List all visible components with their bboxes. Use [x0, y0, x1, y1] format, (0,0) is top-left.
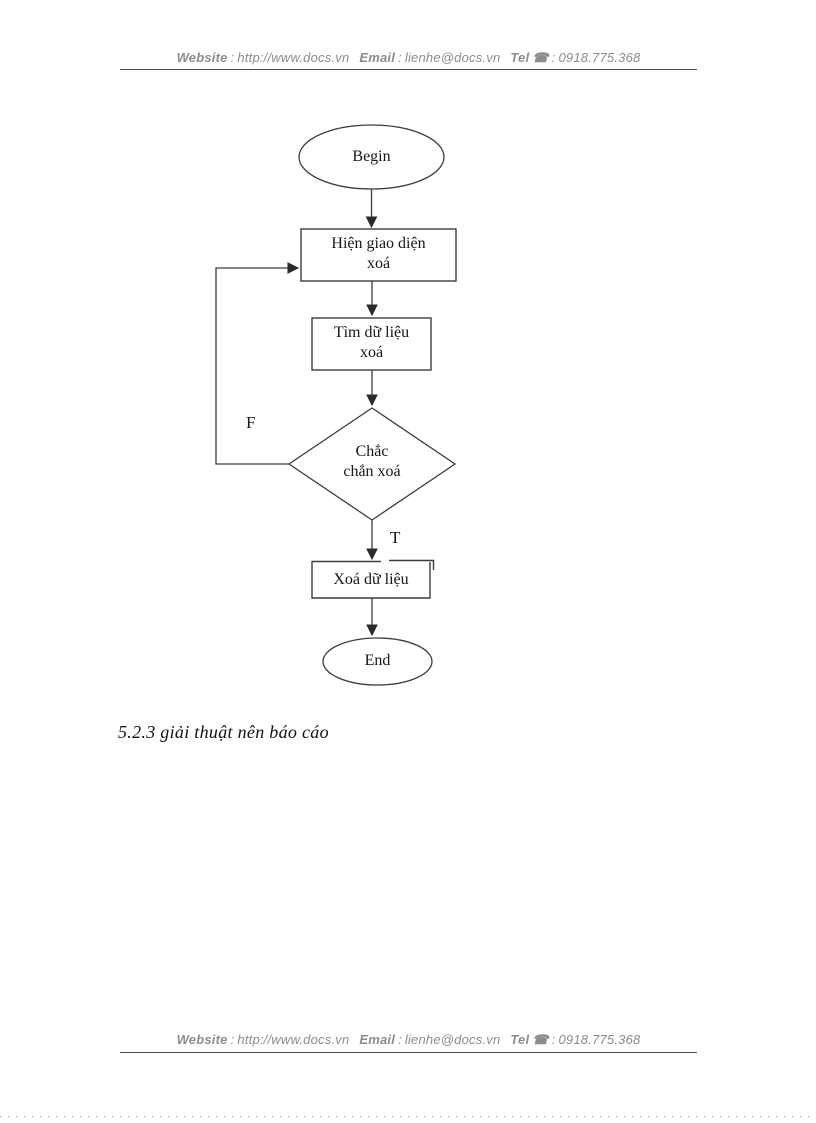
telephone-icon: ☎ — [532, 50, 549, 65]
telephone-icon: ☎ — [532, 1032, 549, 1047]
false-branch-label: F — [246, 413, 256, 432]
header-website-value: http://www.docs.vn — [237, 50, 350, 65]
footer-website-value: http://www.docs.vn — [237, 1032, 350, 1047]
footer-tel-sep: : — [551, 1032, 556, 1047]
footer-tel-value: 0918.775.368 — [558, 1032, 641, 1047]
header-email-sep: : — [398, 50, 402, 65]
step2-box — [311, 317, 432, 371]
header-email-value: lienhe@docs.vn — [404, 50, 501, 65]
step3-label: Xoá dữ liệu — [333, 571, 409, 588]
header-email-label: Email — [359, 50, 396, 65]
header-website-sep: : — [230, 50, 235, 65]
footer-website-sep: : — [230, 1032, 235, 1047]
step1-label: Hiện giao diện xoá — [301, 234, 456, 274]
footer-email-value: lienhe@docs.vn — [404, 1032, 501, 1047]
step2-line1: Tìm dữ liệu — [333, 324, 410, 341]
page-bottom-dotted-edge — [0, 1116, 816, 1118]
step2-label: Tìm dữ liệu xoá — [312, 323, 431, 363]
section-caption: 5.2.3 giải thuật nên báo cáo — [118, 722, 329, 742]
end-ellipse — [322, 637, 433, 686]
begin-label: Begin — [352, 148, 391, 165]
header-tel-sep: : — [551, 50, 556, 65]
end-label: End — [364, 652, 391, 669]
footer-website-label: Website — [176, 1032, 228, 1047]
footer-email-sep: : — [398, 1032, 402, 1047]
step3-box — [311, 561, 431, 599]
step1-box — [300, 228, 457, 282]
step2-line2: xoá — [359, 344, 384, 361]
header-tel-label: Tel — [510, 50, 530, 65]
decision-line2: chắn xoá — [343, 463, 401, 480]
header-website-label: Website — [176, 50, 228, 65]
header-rule — [120, 69, 697, 70]
step1-line2: xoá — [366, 255, 391, 272]
decision-diamond — [287, 407, 457, 521]
step1-line1: Hiện giao diện — [331, 235, 426, 252]
loop-false-to-step1 — [215, 262, 300, 465]
begin-ellipse — [298, 124, 445, 190]
footer-tel-label: Tel — [510, 1032, 530, 1047]
header-tel-value: 0918.775.368 — [558, 50, 641, 65]
footer-email-label: Email — [359, 1032, 396, 1047]
footer-rule — [120, 1052, 697, 1053]
decision-line1: Chắc — [355, 443, 389, 460]
true-branch-label: T — [390, 528, 401, 547]
step3-box-top-right-hook — [389, 559, 435, 570]
decision-label: Chắc chắn xoá — [289, 442, 455, 482]
